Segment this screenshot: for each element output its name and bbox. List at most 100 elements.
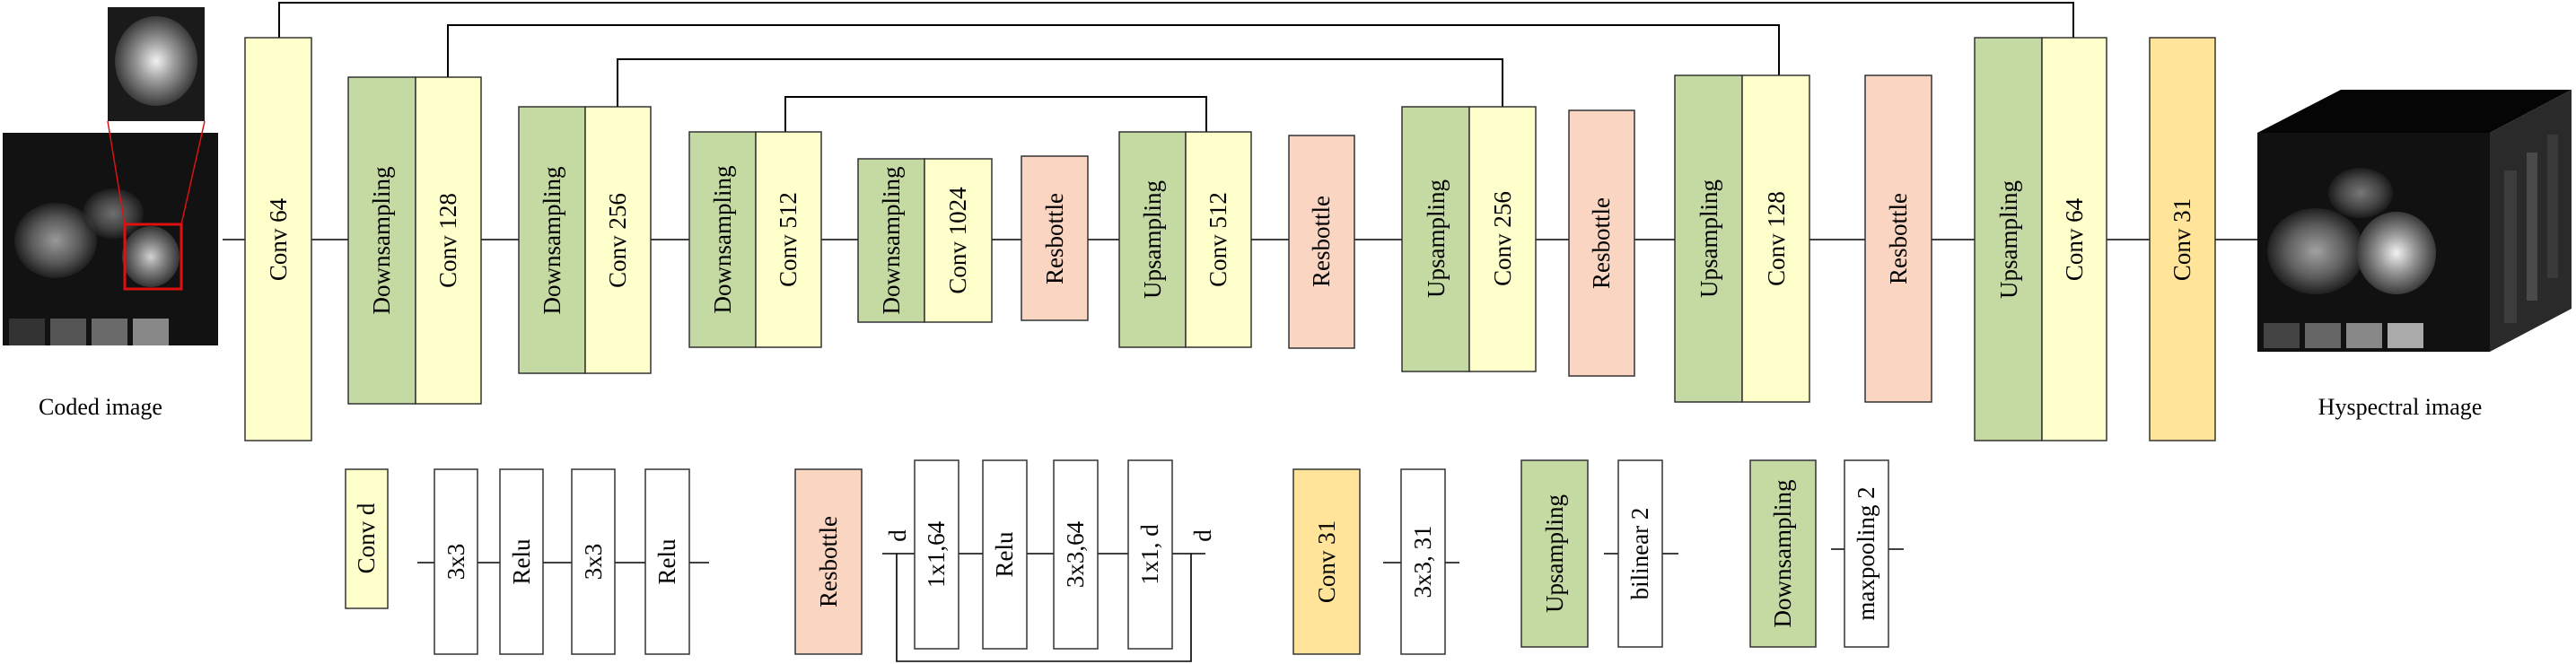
coded-image-flower-mid xyxy=(83,188,144,239)
svg-text:maxpooling 2: maxpooling 2 xyxy=(1853,486,1879,620)
legend-resbottle-block: Resbottle d d 1x1,64 Relu 3x3,64 1x1, d xyxy=(794,459,1216,662)
block-conv-64-in: Conv 64 xyxy=(244,37,312,441)
crop-pointer-line xyxy=(180,120,206,225)
output-swatch xyxy=(2264,323,2300,348)
block-upsampling-4: Upsampling xyxy=(1974,37,2043,441)
svg-text:1x1, d: 1x1, d xyxy=(1136,524,1163,585)
svg-text:Relu: Relu xyxy=(991,531,1018,577)
svg-text:Downsampling: Downsampling xyxy=(1769,480,1796,628)
svg-text:Downsampling: Downsampling xyxy=(878,167,905,315)
svg-text:Conv 128: Conv 128 xyxy=(434,193,461,288)
svg-text:Conv 256: Conv 256 xyxy=(1489,191,1516,286)
skip-connection-128 xyxy=(447,24,1780,77)
svg-text:bilinear 2: bilinear 2 xyxy=(1626,508,1653,600)
block-upsampling-1: Upsampling xyxy=(1118,131,1187,348)
block-conv-31-out: Conv 31 xyxy=(2149,37,2216,441)
svg-text:3x3: 3x3 xyxy=(580,544,607,581)
svg-text:Upsampling: Upsampling xyxy=(1423,179,1450,298)
legend-downsampling-block: Downsampling maxpooling 2 xyxy=(1749,459,1904,648)
output-swatch xyxy=(2388,323,2423,348)
block-downsampling-2: Downsampling xyxy=(518,106,586,374)
svg-text:Downsampling: Downsampling xyxy=(368,167,395,315)
svg-text:Conv 512: Conv 512 xyxy=(775,192,802,287)
block-downsampling-1: Downsampling xyxy=(347,76,416,405)
block-downsampling-4: Downsampling xyxy=(857,158,925,323)
skip-connection-256 xyxy=(617,58,1503,107)
svg-text:Resbottle: Resbottle xyxy=(1041,193,1068,284)
cube-top-face xyxy=(2257,90,2572,133)
output-swatch xyxy=(2305,323,2341,348)
network-blocks: Conv 64 Downsampling Conv 128 Downsampli… xyxy=(244,37,2216,441)
svg-text:Resbottle: Resbottle xyxy=(1588,197,1615,289)
svg-text:1x1,64: 1x1,64 xyxy=(923,520,950,588)
legend-upsampling-block: Upsampling bilinear 2 xyxy=(1520,459,1678,648)
skip-connection-64 xyxy=(278,2,2074,38)
svg-text:Conv 64: Conv 64 xyxy=(265,197,292,281)
block-conv-512-up: Conv 512 xyxy=(1185,131,1252,348)
block-upsampling-2: Upsampling xyxy=(1401,106,1470,372)
coded-image: Coded image xyxy=(3,7,218,420)
coded-image-swatch xyxy=(92,319,127,345)
svg-text:Downsampling: Downsampling xyxy=(539,167,565,315)
svg-text:Relu: Relu xyxy=(653,538,680,584)
legend-conv31-block: Conv 31 3x3, 31 xyxy=(1292,468,1459,655)
output-flower-left xyxy=(2267,208,2364,294)
spectral-band-slice xyxy=(2504,170,2517,323)
block-conv-512-down: Conv 512 xyxy=(755,131,822,348)
svg-text:Resbottle: Resbottle xyxy=(1885,193,1912,284)
output-flower-top xyxy=(2328,168,2393,218)
hyperspectral-image: Hyspectral image xyxy=(2257,90,2572,420)
coded-image-swatch xyxy=(9,319,45,345)
svg-text:Downsampling: Downsampling xyxy=(709,166,736,314)
block-upsampling-3: Upsampling xyxy=(1674,74,1743,403)
hyperspectral-image-caption: Hyspectral image xyxy=(2318,394,2483,420)
block-conv-256-up: Conv 256 xyxy=(1468,106,1537,372)
block-conv-256-down: Conv 256 xyxy=(584,106,652,374)
block-conv-128-up: Conv 128 xyxy=(1741,74,1810,403)
output-swatch xyxy=(2346,323,2382,348)
block-resbottle-1: Resbottle xyxy=(1021,155,1089,321)
svg-text:Conv 128: Conv 128 xyxy=(1763,191,1790,286)
svg-text:Upsampling: Upsampling xyxy=(1695,179,1722,298)
block-conv-128-down: Conv 128 xyxy=(415,76,482,405)
block-resbottle-4: Resbottle xyxy=(1864,74,1932,403)
svg-text:Upsampling: Upsampling xyxy=(1995,180,2022,299)
crop-pointer-line xyxy=(107,120,126,225)
coded-image-swatch xyxy=(133,319,169,345)
block-resbottle-2: Resbottle xyxy=(1288,135,1355,349)
svg-text:Conv 256: Conv 256 xyxy=(604,193,631,288)
skip-connection-512 xyxy=(784,96,1207,132)
crop-highlight-box xyxy=(123,223,183,291)
svg-text:3x3: 3x3 xyxy=(442,544,469,581)
svg-text:Upsampling: Upsampling xyxy=(1541,494,1568,613)
svg-text:Conv 512: Conv 512 xyxy=(1205,192,1231,287)
block-downsampling-3: Downsampling xyxy=(688,131,757,348)
legend-conv-block: Conv d 3x3 Relu 3x3 Relu xyxy=(345,468,709,655)
svg-text:d: d xyxy=(884,529,911,542)
svg-text:Conv 31: Conv 31 xyxy=(2169,198,2195,281)
zoomed-flower xyxy=(115,16,197,106)
svg-text:Conv 31: Conv 31 xyxy=(1313,520,1340,603)
spectral-band-slice xyxy=(2527,153,2537,301)
coded-image-caption: Coded image xyxy=(39,394,162,420)
svg-text:d: d xyxy=(1189,529,1216,542)
legend: Conv d 3x3 Relu 3x3 Relu Resbottle d d 1… xyxy=(345,459,1904,662)
svg-text:Conv d: Conv d xyxy=(353,502,380,573)
skip-connections xyxy=(278,2,2074,132)
svg-text:Conv 64: Conv 64 xyxy=(2061,197,2088,281)
svg-text:Resbottle: Resbottle xyxy=(1308,196,1335,287)
svg-text:Upsampling: Upsampling xyxy=(1139,180,1166,299)
svg-text:3x3, 31: 3x3, 31 xyxy=(1409,526,1436,598)
coded-image-flower-left xyxy=(14,203,97,278)
spectral-band-slice xyxy=(2547,135,2558,278)
coded-image-swatch xyxy=(50,319,86,345)
coded-image-flower-right xyxy=(122,226,180,287)
svg-text:Relu: Relu xyxy=(508,538,535,584)
block-conv-1024: Conv 1024 xyxy=(924,158,993,323)
svg-text:Conv 1024: Conv 1024 xyxy=(944,187,971,294)
block-conv-64-out: Conv 64 xyxy=(2041,37,2107,441)
block-resbottle-3: Resbottle xyxy=(1568,109,1635,377)
svg-text:3x3,64: 3x3,64 xyxy=(1062,520,1089,588)
output-flower-right xyxy=(2357,212,2436,294)
